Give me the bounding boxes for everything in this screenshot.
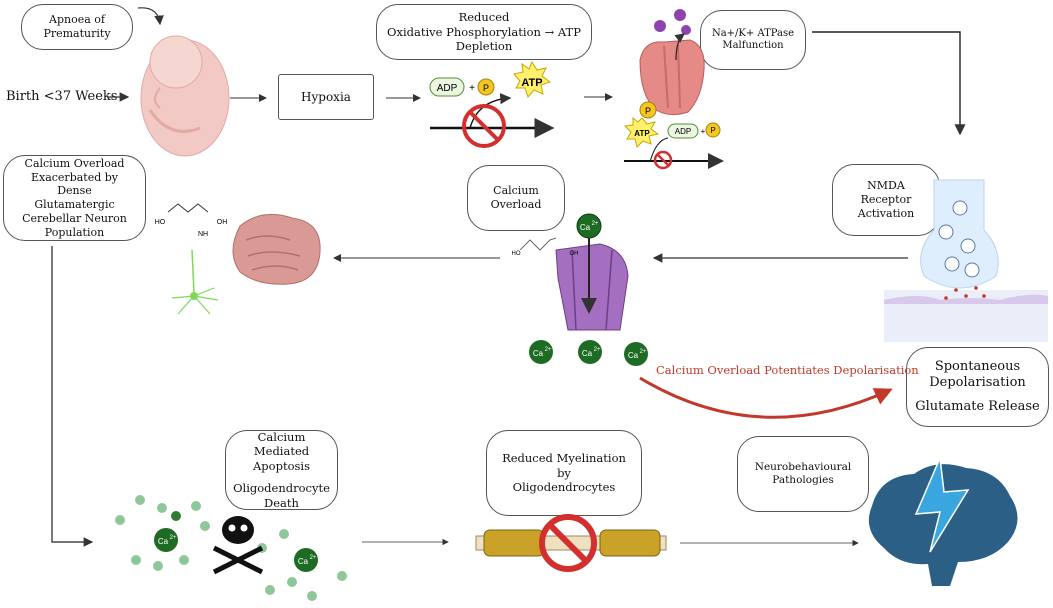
pump-adp-text: ADP — [675, 127, 691, 136]
fetus-illustration — [140, 35, 230, 157]
adp-text: ADP — [437, 83, 458, 94]
oxphos-line-1: Reduced — [458, 10, 510, 25]
cerebellar-line-5: Population — [44, 225, 105, 239]
nmda-box: NMDA Receptor Activation — [832, 164, 940, 236]
cerebellar-line-2: Exacerbated by Dense — [30, 170, 119, 198]
spontaneous-line-2: Depolarisation — [929, 374, 1026, 390]
arrow-atpase-to-nmda — [812, 31, 966, 136]
ca-ion-3-charge: 2+ — [640, 349, 647, 355]
spontaneous-box: Spontaneous Depolarisation Glutamate Rel… — [906, 347, 1049, 427]
apoptosis-ca-1-text: Ca — [158, 537, 169, 546]
spontaneous-line-1: Spontaneous — [934, 358, 1021, 374]
apnoea-line-2: Prematurity — [43, 27, 111, 40]
glutamate-oh-text: OH — [217, 219, 228, 226]
spontaneous-line-3: Glutamate Release — [915, 399, 1040, 415]
receptor-ca-text: Ca — [580, 223, 591, 232]
neurobehavioural-line-1: Neurobehavioural — [754, 460, 852, 473]
myelin-illustration — [475, 514, 667, 572]
neurobehavioural-line-2: Pathologies — [772, 474, 834, 486]
ca-ion-1-charge: 2+ — [545, 347, 552, 353]
cerebellar-line-4: Cerebellar Neuron — [22, 211, 127, 225]
atp-reaction: ADP + P ATP — [429, 60, 555, 148]
pump-atp-text: ATP — [634, 129, 650, 138]
oxphos-line-3: Depletion — [455, 39, 513, 54]
free-ca-ions: Ca 2+ Ca 2+ Ca 2+ — [529, 340, 648, 366]
pump-p-text: P — [645, 106, 651, 116]
ca-ion-2-charge: 2+ — [594, 347, 601, 353]
p-text: P — [483, 83, 489, 93]
brain-illustration — [868, 455, 1018, 586]
apoptosis-ca-1-charge: 2+ — [170, 535, 177, 541]
apoptosis-ca-2-charge: 2+ — [310, 555, 317, 561]
ca-ion-1-text: Ca — [533, 349, 544, 358]
atpase-line-1: Na+/K+ ATPase — [711, 27, 795, 39]
hypoxia-box: Hypoxia — [278, 74, 374, 120]
apoptosis-line-2: Apoptosis — [253, 458, 310, 473]
pump-plus-text: + — [701, 127, 706, 136]
oxphos-box: Reduced Oxidative Phosphorylation → ATP … — [376, 4, 592, 60]
calcium-overload-line-2: Overload — [490, 198, 542, 211]
arrow-left-down — [51, 246, 94, 547]
apoptosis-line-3: Oligodendrocyte — [233, 481, 330, 496]
nmda-line-1: NMDA Receptor — [860, 179, 912, 207]
cerebellar-line-3: Glutamatergic — [34, 198, 115, 211]
birth-label: Birth <37 Weeks — [6, 89, 118, 104]
potentiates-label: Calcium Overload Potentiates Depolarisat… — [656, 363, 919, 377]
neurobehavioural-box: Neurobehavioural Pathologies — [737, 436, 869, 512]
hypoxia-label: Hypoxia — [301, 89, 351, 104]
apnoea-box: Apnoea of Prematurity — [21, 4, 133, 50]
pump-p2-text: P — [710, 126, 715, 135]
apoptosis-line-1: Calcium Mediated — [253, 430, 310, 459]
ca-ion-2-text: Ca — [582, 349, 593, 358]
apoptosis-line-4: Death — [264, 495, 299, 510]
plus-text: + — [469, 83, 475, 94]
ca-ion-3-text: Ca — [628, 351, 639, 360]
calcium-overload-line-1: Calcium — [493, 184, 539, 198]
nmda-line-2: Activation — [857, 206, 915, 220]
apoptosis-box: Calcium Mediated Apoptosis Oligodendrocy… — [225, 430, 338, 510]
red-curved-arrow — [639, 376, 893, 419]
receptor-ca-charge: 2+ — [592, 221, 599, 227]
receptor-oh-text: OH — [570, 251, 579, 257]
myelination-box: Reduced Myelination by Oligodendrocytes — [486, 430, 642, 516]
receptor-ho-text: HO — [512, 251, 521, 257]
glutamate-neuron-cerebellum: HO OH NH — [155, 203, 321, 315]
oxphos-line-2: Oxidative Phosphorylation → ATP — [387, 24, 581, 39]
nmda-receptor: Ca 2+ HO OH — [512, 213, 629, 331]
myelination-line-2: Oligodendrocytes — [512, 480, 616, 495]
atpase-box: Na+/K+ ATPase Malfunction — [700, 10, 806, 70]
glutamate-ho-text: HO — [155, 219, 166, 226]
atp-text: ATP — [521, 77, 542, 89]
myelination-line-1: Reduced Myelination by — [502, 451, 626, 480]
calcium-overload-box: Calcium Overload — [467, 165, 565, 231]
apoptosis-illustration: Ca 2+ Ca 2+ — [115, 495, 347, 601]
atpase-line-2: Malfunction — [722, 40, 784, 51]
apnoea-line-1: Apnoea of — [49, 13, 105, 27]
cerebellar-line-1: Calcium Overload — [24, 156, 125, 170]
arrow-apnoea-to-fetus — [137, 7, 164, 26]
apoptosis-ca-2-text: Ca — [298, 557, 309, 566]
cerebellar-box: Calcium Overload Exacerbated by Dense Gl… — [3, 155, 146, 241]
glutamate-nh-text: NH — [198, 231, 208, 238]
